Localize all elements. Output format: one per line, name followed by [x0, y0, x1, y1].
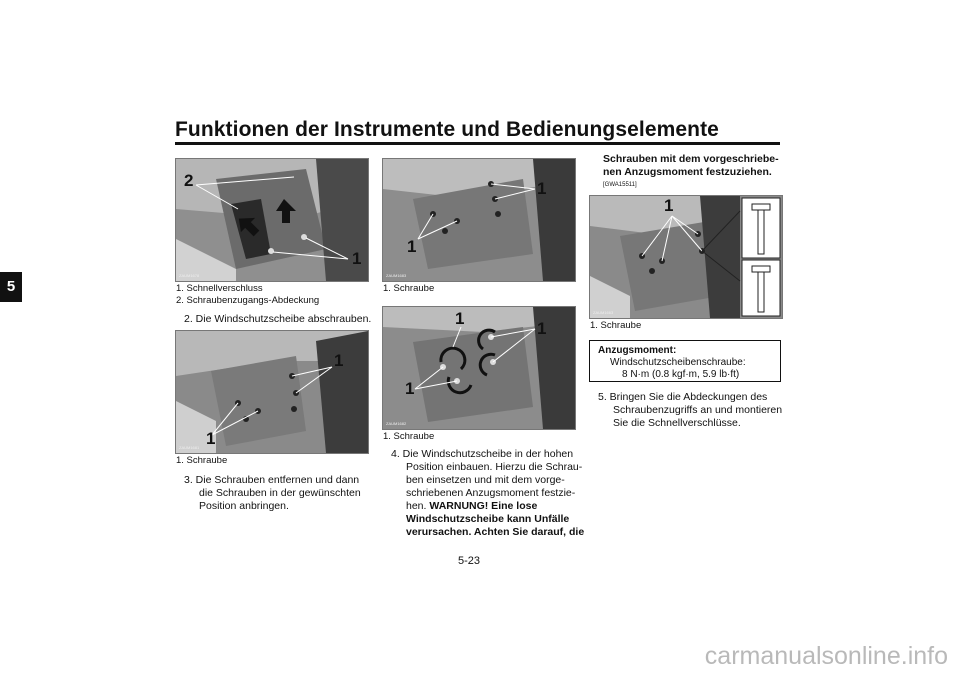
callout-1: 1: [455, 309, 465, 328]
step-4-line: Position einbauen. Hierzu die Schrau-: [406, 461, 583, 473]
torque-label: Anzugsmoment:: [598, 345, 677, 356]
callout-1: 1: [537, 319, 547, 338]
torque-item: Windschutzscheibenschraube:: [610, 357, 746, 368]
callout-1: 1: [664, 196, 674, 215]
step-4-tail: hen.: [406, 500, 430, 512]
watermark[interactable]: carmanualsonline.info: [704, 642, 948, 670]
caption-item-1: 1. Schraube: [176, 455, 228, 466]
warning-continuation: Schrauben mit dem vorgeschriebe- nen Anz…: [603, 153, 779, 179]
windshield-photo-4: [383, 307, 575, 429]
warning-text: verursachen. Achten Sie darauf, die: [406, 526, 585, 538]
step-3-line: die Schrauben in der gewünschten: [199, 487, 361, 499]
step-5-line: 5. Bringen Sie die Abdeckungen des: [598, 391, 768, 403]
warning-text: WARNUNG! Eine lose: [429, 500, 538, 512]
page-title: Funktionen der Instrumente und Bedienung…: [175, 118, 719, 141]
step-5: 5. Bringen Sie die Abdeckungen des Schra…: [598, 391, 782, 430]
windshield-photo-5: [590, 196, 782, 318]
image-code: ZAUM1663: [593, 310, 614, 315]
step-3-line: Position anbringen.: [199, 500, 289, 512]
caption-item-1: 1. Schraube: [590, 320, 642, 331]
step-4-line: 4. Die Windschutzscheibe in der hohen: [391, 448, 574, 460]
image-code: ZAUM1683: [386, 273, 407, 278]
image-code: ZAUM1681: [179, 445, 200, 450]
warning-text: Windschutzscheibe kann Unfälle: [406, 513, 570, 525]
figure-caption: 1. Schnellverschluss 2. Schraubenzugangs…: [176, 283, 319, 307]
caption-item-1: 1. Schraube: [383, 431, 435, 442]
step-4: 4. Die Windschutzscheibe in der hohen Po…: [391, 448, 584, 539]
chapter-tab: 5: [0, 272, 22, 302]
windshield-photo-2: [176, 331, 368, 453]
step-5-line: Sie die Schnellverschlüsse.: [613, 417, 741, 429]
step-4-line: ben einsetzen und mit dem vorge-: [406, 474, 565, 486]
warning-text: Schrauben mit dem vorgeschriebe-: [603, 153, 779, 165]
caption-item-2: 2. Schraubenzugangs-Abdeckung: [176, 295, 320, 306]
figure-caption: 1. Schraube: [383, 283, 434, 295]
torque-box: Anzugsmoment: Windschutzscheibenschraube…: [589, 340, 781, 382]
warning-text: nen Anzugsmoment festzuziehen.: [603, 166, 772, 178]
torque-value: 8 N·m (0.8 kgf·m, 5.9 lb·ft): [622, 369, 740, 380]
callout-2: 2: [184, 171, 194, 190]
figure-caption: 1. Schraube: [176, 455, 227, 467]
windshield-photo-1: [176, 159, 368, 281]
page-number: 5-23: [458, 555, 481, 567]
step-5-line: Schraubenzugriffs an und montieren: [613, 404, 783, 416]
warning-code: [GWA15511]: [603, 182, 637, 188]
figure-screws-2: 1 1 ZAUM1683: [382, 158, 576, 282]
figure-screw-torque: 1 ZAUM1663: [589, 195, 783, 319]
callout-1: 1: [352, 249, 362, 268]
figure-caption: 1. Schraube: [590, 320, 641, 332]
caption-item-1: 1. Schnellverschluss: [176, 283, 263, 294]
step-4-line: hen. WARNUNG! Eine lose: [391, 500, 584, 513]
callout-1: 1: [334, 351, 344, 370]
step-3-line: 3. Die Schrauben entfernen und dann: [184, 474, 360, 486]
image-code: ZAUM1682: [386, 421, 407, 426]
figure-screws-3: 1 1 1 ZAUM1682: [382, 306, 576, 430]
image-code: ZAUM1678: [179, 273, 200, 278]
callout-1: 1: [537, 179, 547, 198]
figure-quick-release: 2 1 ZAUM1678: [175, 158, 369, 282]
step-2: 2. Die Windschutzscheibe abschrauben.: [184, 313, 372, 325]
step-3: 3. Die Schrauben entfernen und dann die …: [184, 474, 361, 513]
step-4-line: schriebenen Anzugsmoment festzie-: [406, 487, 576, 499]
callout-1: 1: [206, 429, 216, 448]
caption-item-1: 1. Schraube: [383, 283, 435, 294]
windshield-photo-3: [383, 159, 575, 281]
title-rule: [175, 142, 780, 145]
figure-screws-1: 1 1 ZAUM1681: [175, 330, 369, 454]
callout-1: 1: [407, 237, 417, 256]
figure-caption: 1. Schraube: [383, 431, 434, 443]
callout-1: 1: [405, 379, 415, 398]
